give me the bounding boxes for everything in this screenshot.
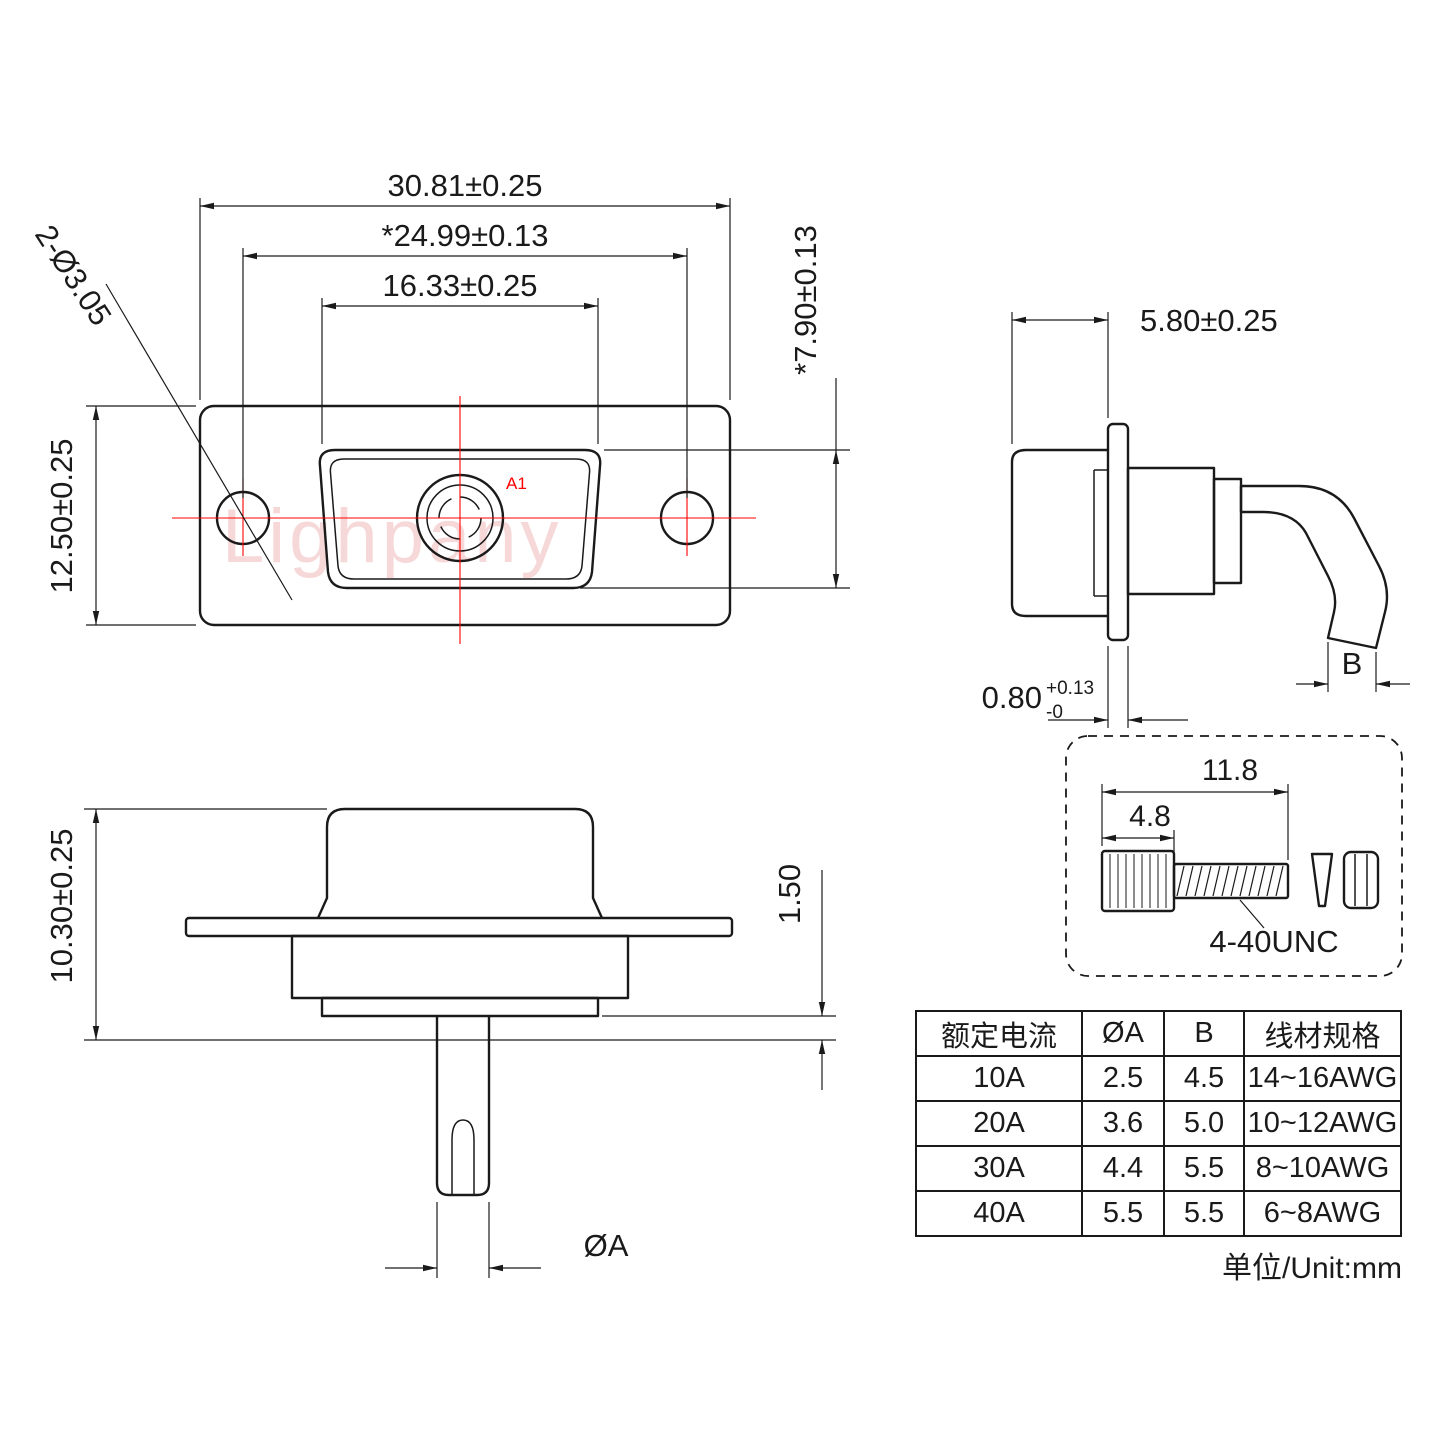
wedge-part xyxy=(1310,852,1334,908)
table-row: 40A 5.5 5.5 6~8AWG xyxy=(915,1190,1402,1237)
cell-wire-spec: 8~10AWG xyxy=(1243,1145,1402,1192)
detail-box xyxy=(1065,735,1403,977)
cell-b: 4.5 xyxy=(1163,1055,1245,1102)
front-flange-outline xyxy=(198,404,732,627)
nut-part xyxy=(1342,850,1380,910)
watermark-text: Lighpany xyxy=(222,494,563,579)
cell-dia-a: 2.5 xyxy=(1081,1055,1165,1102)
contact-a1-label: A1 xyxy=(506,474,527,493)
table-row: 10A 2.5 4.5 14~16AWG xyxy=(915,1055,1402,1102)
side-view: 5.80±0.25 0.80 +0.13 -0 B xyxy=(982,303,1410,728)
cell-wire-spec: 10~12AWG xyxy=(1243,1100,1402,1147)
table-row: 20A 3.6 5.0 10~12AWG xyxy=(915,1100,1402,1147)
dim-wire-diameter-label: ØA xyxy=(584,1228,629,1263)
screw-thread-shaft xyxy=(1172,862,1290,900)
dim-flange-thickness-upper-tol: +0.13 xyxy=(1046,678,1094,699)
thread-spec-label: 4-40UNC xyxy=(1209,924,1338,959)
cell-current: 20A xyxy=(915,1100,1083,1147)
cell-dia-a: 4.4 xyxy=(1081,1145,1165,1192)
cell-current: 30A xyxy=(915,1145,1083,1192)
dim-cutout-width-label: 16.33±0.25 xyxy=(383,268,538,303)
rear-view-dimension-lines xyxy=(84,808,836,1278)
dim-overall-height-label: 10.30±0.25 xyxy=(44,829,79,984)
cell-current: 10A xyxy=(915,1055,1083,1102)
rear-body xyxy=(290,934,630,1000)
screw-head-knurl xyxy=(1109,854,1167,908)
dim-flange-thickness-lower-tol: -0 xyxy=(1046,702,1063,723)
cell-wire-spec: 6~8AWG xyxy=(1243,1190,1402,1237)
screw-thread-hatch xyxy=(1176,865,1284,897)
header-wire-spec: 线材规格 xyxy=(1243,1010,1402,1057)
side-view-dimension-lines xyxy=(1011,312,1410,728)
cell-dia-a: 3.6 xyxy=(1081,1100,1165,1147)
table-header-row: 额定电流 ØA B 线材规格 xyxy=(915,1010,1402,1057)
dim-mounting-holes-label: 2-Ø3.05 xyxy=(28,219,118,332)
dim-shoulder-label: 1.50 xyxy=(772,864,807,924)
header-b: B xyxy=(1163,1010,1245,1057)
rear-view: 10.30±0.25 1.50 ØA xyxy=(44,807,836,1278)
side-insulator xyxy=(1126,466,1216,596)
header-rated-current: 额定电流 xyxy=(915,1010,1083,1057)
dim-shell-depth-label: 5.80±0.25 xyxy=(1140,303,1278,338)
screw-detail: 11.8 4.8 4-40UNC xyxy=(1065,735,1403,977)
side-cable xyxy=(1239,484,1389,650)
cell-dia-a: 5.5 xyxy=(1081,1190,1165,1237)
dim-overall-width-label: 30.81±0.25 xyxy=(388,168,543,203)
d-cutout-outer xyxy=(318,448,602,590)
header-dia-a: ØA xyxy=(1081,1010,1165,1057)
unit-note: 单位/Unit:mm xyxy=(1222,1252,1402,1285)
rear-step xyxy=(320,996,600,1018)
front-view-dimension-lines xyxy=(86,198,850,626)
cell-current: 40A xyxy=(915,1190,1083,1237)
contact-barrel xyxy=(435,1016,491,1197)
side-shell xyxy=(1010,448,1108,618)
screw-dimension-lines xyxy=(1101,784,1289,929)
dim-hole-spacing-label: *24.99±0.13 xyxy=(382,218,549,253)
d-cutout-inner xyxy=(329,458,591,580)
dim-flange-thickness-label: 0.80 xyxy=(982,680,1042,715)
screw-head xyxy=(1100,849,1176,913)
rear-flange-plate xyxy=(184,916,734,938)
cell-b: 5.5 xyxy=(1163,1145,1245,1192)
cell-b: 5.0 xyxy=(1163,1100,1245,1147)
dim-cable-b-label: B xyxy=(1342,646,1363,681)
dim-screw-head-label: 4.8 xyxy=(1129,800,1171,833)
rear-hood xyxy=(316,807,604,919)
cell-wire-spec: 14~16AWG xyxy=(1243,1055,1402,1102)
table-row: 30A 4.4 5.5 8~10AWG xyxy=(915,1145,1402,1192)
dim-flange-height-label: 12.50±0.25 xyxy=(44,439,79,594)
spec-table: 额定电流 ØA B 线材规格 10A 2.5 4.5 14~16AWG 20A … xyxy=(915,1010,1402,1237)
dim-screw-length-label: 11.8 xyxy=(1202,754,1258,787)
side-flange xyxy=(1106,422,1130,642)
dim-cutout-height-label: *7.90±0.13 xyxy=(788,225,823,375)
contact-barrel-notch xyxy=(451,1119,475,1195)
side-bushing xyxy=(1212,477,1243,585)
cell-b: 5.5 xyxy=(1163,1190,1245,1237)
